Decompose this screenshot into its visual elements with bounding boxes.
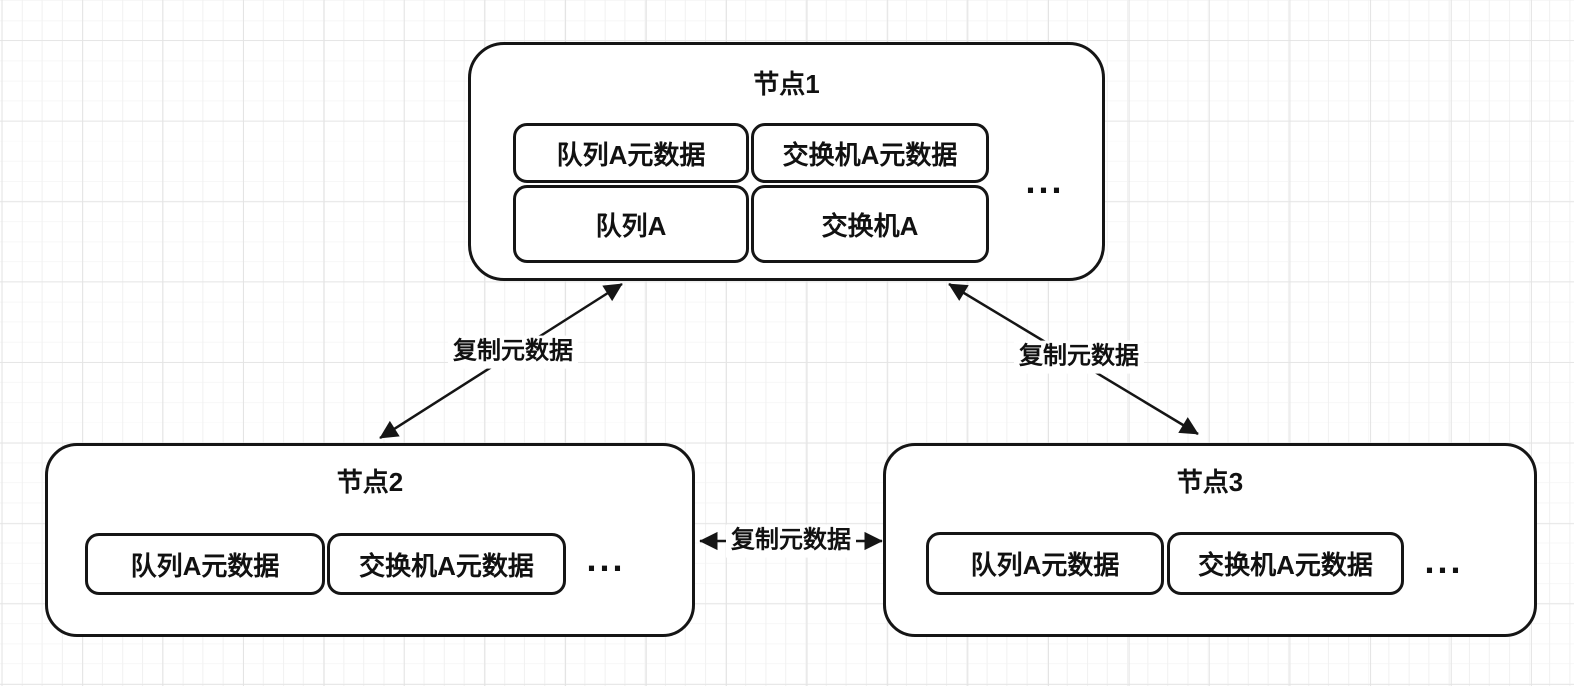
node2-container: 节点2 队列A元数据 交换机A元数据 ... bbox=[45, 443, 695, 637]
node1-exchange-box: 交换机A bbox=[751, 185, 989, 263]
node3-title: 节点3 bbox=[1176, 467, 1244, 497]
node1-container: 节点1 队列A元数据 交换机A元数据 队列A 交换机A ... bbox=[468, 42, 1105, 281]
node3-container: 节点3 队列A元数据 交换机A元数据 ... bbox=[883, 443, 1537, 637]
node2-ellipsis: ... bbox=[586, 537, 626, 579]
node1-queue-metadata-box: 队列A元数据 bbox=[513, 123, 749, 183]
node2-title: 节点2 bbox=[336, 467, 404, 497]
node3-ellipsis: ... bbox=[1424, 539, 1464, 581]
edge-label-node1-node2: 复制元数据 bbox=[448, 335, 578, 369]
node2-exchange-metadata-box: 交换机A元数据 bbox=[327, 533, 566, 595]
node2-queue-metadata-box: 队列A元数据 bbox=[85, 533, 325, 595]
node1-queue-box: 队列A bbox=[513, 185, 749, 263]
edge-label-node1-node3: 复制元数据 bbox=[1014, 340, 1144, 374]
node1-exchange-metadata-box: 交换机A元数据 bbox=[751, 123, 989, 183]
edge-label-node2-node3: 复制元数据 bbox=[726, 524, 856, 558]
node3-exchange-metadata-box: 交换机A元数据 bbox=[1167, 532, 1404, 595]
node1-title: 节点1 bbox=[753, 69, 820, 99]
node3-queue-metadata-box: 队列A元数据 bbox=[926, 532, 1164, 595]
node1-ellipsis: ... bbox=[1025, 159, 1065, 201]
